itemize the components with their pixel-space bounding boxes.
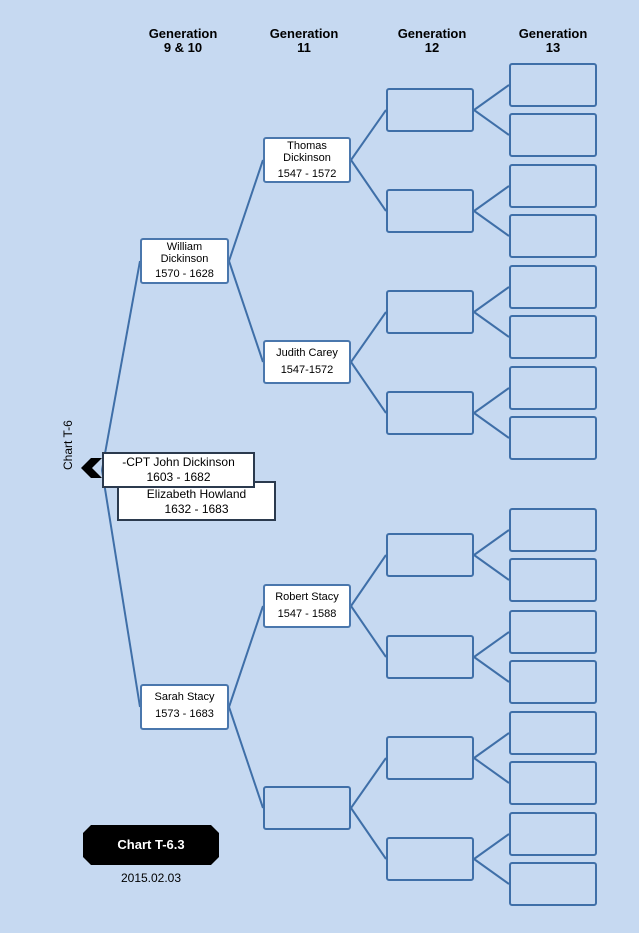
connector	[473, 109, 510, 136]
empty-person-box[interactable]	[509, 63, 597, 107]
empty-person-box[interactable]	[509, 660, 597, 704]
person-sarah-stacy[interactable]: Sarah Stacy 1573 - 1683	[140, 684, 229, 730]
empty-person-box[interactable]	[509, 164, 597, 208]
gen-header-11: Generation 11	[244, 27, 364, 55]
connector	[228, 605, 264, 708]
empty-person-box[interactable]	[263, 786, 351, 830]
gen-header-line1: Generation	[269, 26, 339, 41]
gen-header-line2: 11	[297, 40, 311, 55]
connector	[473, 858, 510, 885]
gen-header-line2: 12	[424, 40, 440, 55]
person-name: William Dickinson	[160, 241, 209, 265]
connector	[350, 807, 387, 860]
empty-person-box[interactable]	[509, 862, 597, 906]
gen-header-line1: Generation	[518, 26, 588, 41]
empty-person-box[interactable]	[509, 610, 597, 654]
empty-person-box[interactable]	[386, 189, 474, 233]
empty-person-box[interactable]	[509, 113, 597, 157]
connector	[473, 84, 510, 111]
connector	[228, 706, 264, 809]
gen-header-line2: 13	[545, 40, 561, 55]
connector	[101, 469, 141, 708]
empty-person-box[interactable]	[386, 736, 474, 780]
connector	[350, 361, 387, 414]
connector	[350, 311, 387, 363]
person-robert-stacy[interactable]: Robert Stacy 1547 - 1588	[263, 584, 351, 628]
gen-header-9-10: Generation 9 & 10	[123, 27, 243, 55]
connector	[473, 311, 510, 338]
empty-person-box[interactable]	[509, 366, 597, 410]
empty-person-box[interactable]	[509, 812, 597, 856]
connector	[473, 833, 510, 860]
connector	[473, 210, 510, 237]
connector	[473, 412, 510, 439]
person-dates: 1570 - 1628	[155, 268, 214, 280]
empty-person-box[interactable]	[386, 635, 474, 679]
back-arrow-icon[interactable]	[81, 458, 103, 478]
connector	[473, 656, 510, 683]
root-person-1-dates: 1603 - 1682	[146, 470, 211, 484]
connector	[473, 286, 510, 313]
person-name: Thomas Dickinson	[283, 140, 331, 164]
root-person-1-name: -CPT John Dickinson	[122, 455, 235, 469]
empty-person-box[interactable]	[509, 416, 597, 460]
person-william-dickinson[interactable]: William Dickinson 1570 - 1628	[140, 238, 229, 284]
gen-header-line1: Generation	[148, 26, 218, 41]
empty-person-box[interactable]	[386, 391, 474, 435]
connector	[473, 631, 510, 658]
root-person-1[interactable]: -CPT John Dickinson 1603 - 1682	[102, 452, 255, 488]
empty-person-box[interactable]	[509, 558, 597, 602]
empty-person-box[interactable]	[509, 711, 597, 755]
empty-person-box[interactable]	[386, 837, 474, 881]
gen-header-line1: Generation	[397, 26, 467, 41]
connector	[350, 109, 387, 161]
chart-date: 2015.02.03	[120, 871, 182, 885]
connector	[350, 605, 387, 658]
chart-id-badge: Chart T-6.3	[83, 825, 219, 865]
person-dates: 1547 - 1588	[277, 608, 337, 620]
empty-person-box[interactable]	[509, 761, 597, 805]
empty-person-box[interactable]	[509, 315, 597, 359]
empty-person-box[interactable]	[386, 88, 474, 132]
root-person-2-name: Elizabeth Howland	[146, 487, 247, 501]
empty-person-box[interactable]	[509, 214, 597, 258]
connector	[473, 529, 510, 556]
person-dates: 1573 - 1683	[155, 708, 214, 720]
person-name: Sarah Stacy	[154, 691, 215, 703]
connector	[350, 554, 387, 607]
person-name: Robert Stacy	[275, 591, 339, 603]
side-chart-label: Chart T-6	[61, 420, 75, 470]
connector	[350, 757, 387, 809]
connector	[473, 185, 510, 212]
connector	[228, 260, 264, 363]
connector	[228, 159, 264, 262]
root-person-2-dates: 1632 - 1683	[164, 502, 229, 516]
person-thomas-dickinson[interactable]: Thomas Dickinson 1547 - 1572	[263, 137, 351, 183]
person-dates: 1547-1572	[280, 364, 334, 376]
connector	[101, 260, 141, 471]
empty-person-box[interactable]	[386, 290, 474, 334]
connector	[473, 757, 510, 784]
empty-person-box[interactable]	[386, 533, 474, 577]
gen-header-13: Generation 13	[493, 27, 613, 55]
empty-person-box[interactable]	[509, 508, 597, 552]
person-judith-carey[interactable]: Judith Carey 1547-1572	[263, 340, 351, 384]
connector	[473, 387, 510, 414]
connector	[350, 159, 387, 212]
person-name: Judith Carey	[276, 347, 338, 359]
gen-header-line2: 9 & 10	[163, 40, 203, 55]
gen-header-12: Generation 12	[372, 27, 492, 55]
connector	[473, 554, 510, 581]
connector	[473, 732, 510, 759]
empty-person-box[interactable]	[509, 265, 597, 309]
person-dates: 1547 - 1572	[277, 168, 337, 180]
